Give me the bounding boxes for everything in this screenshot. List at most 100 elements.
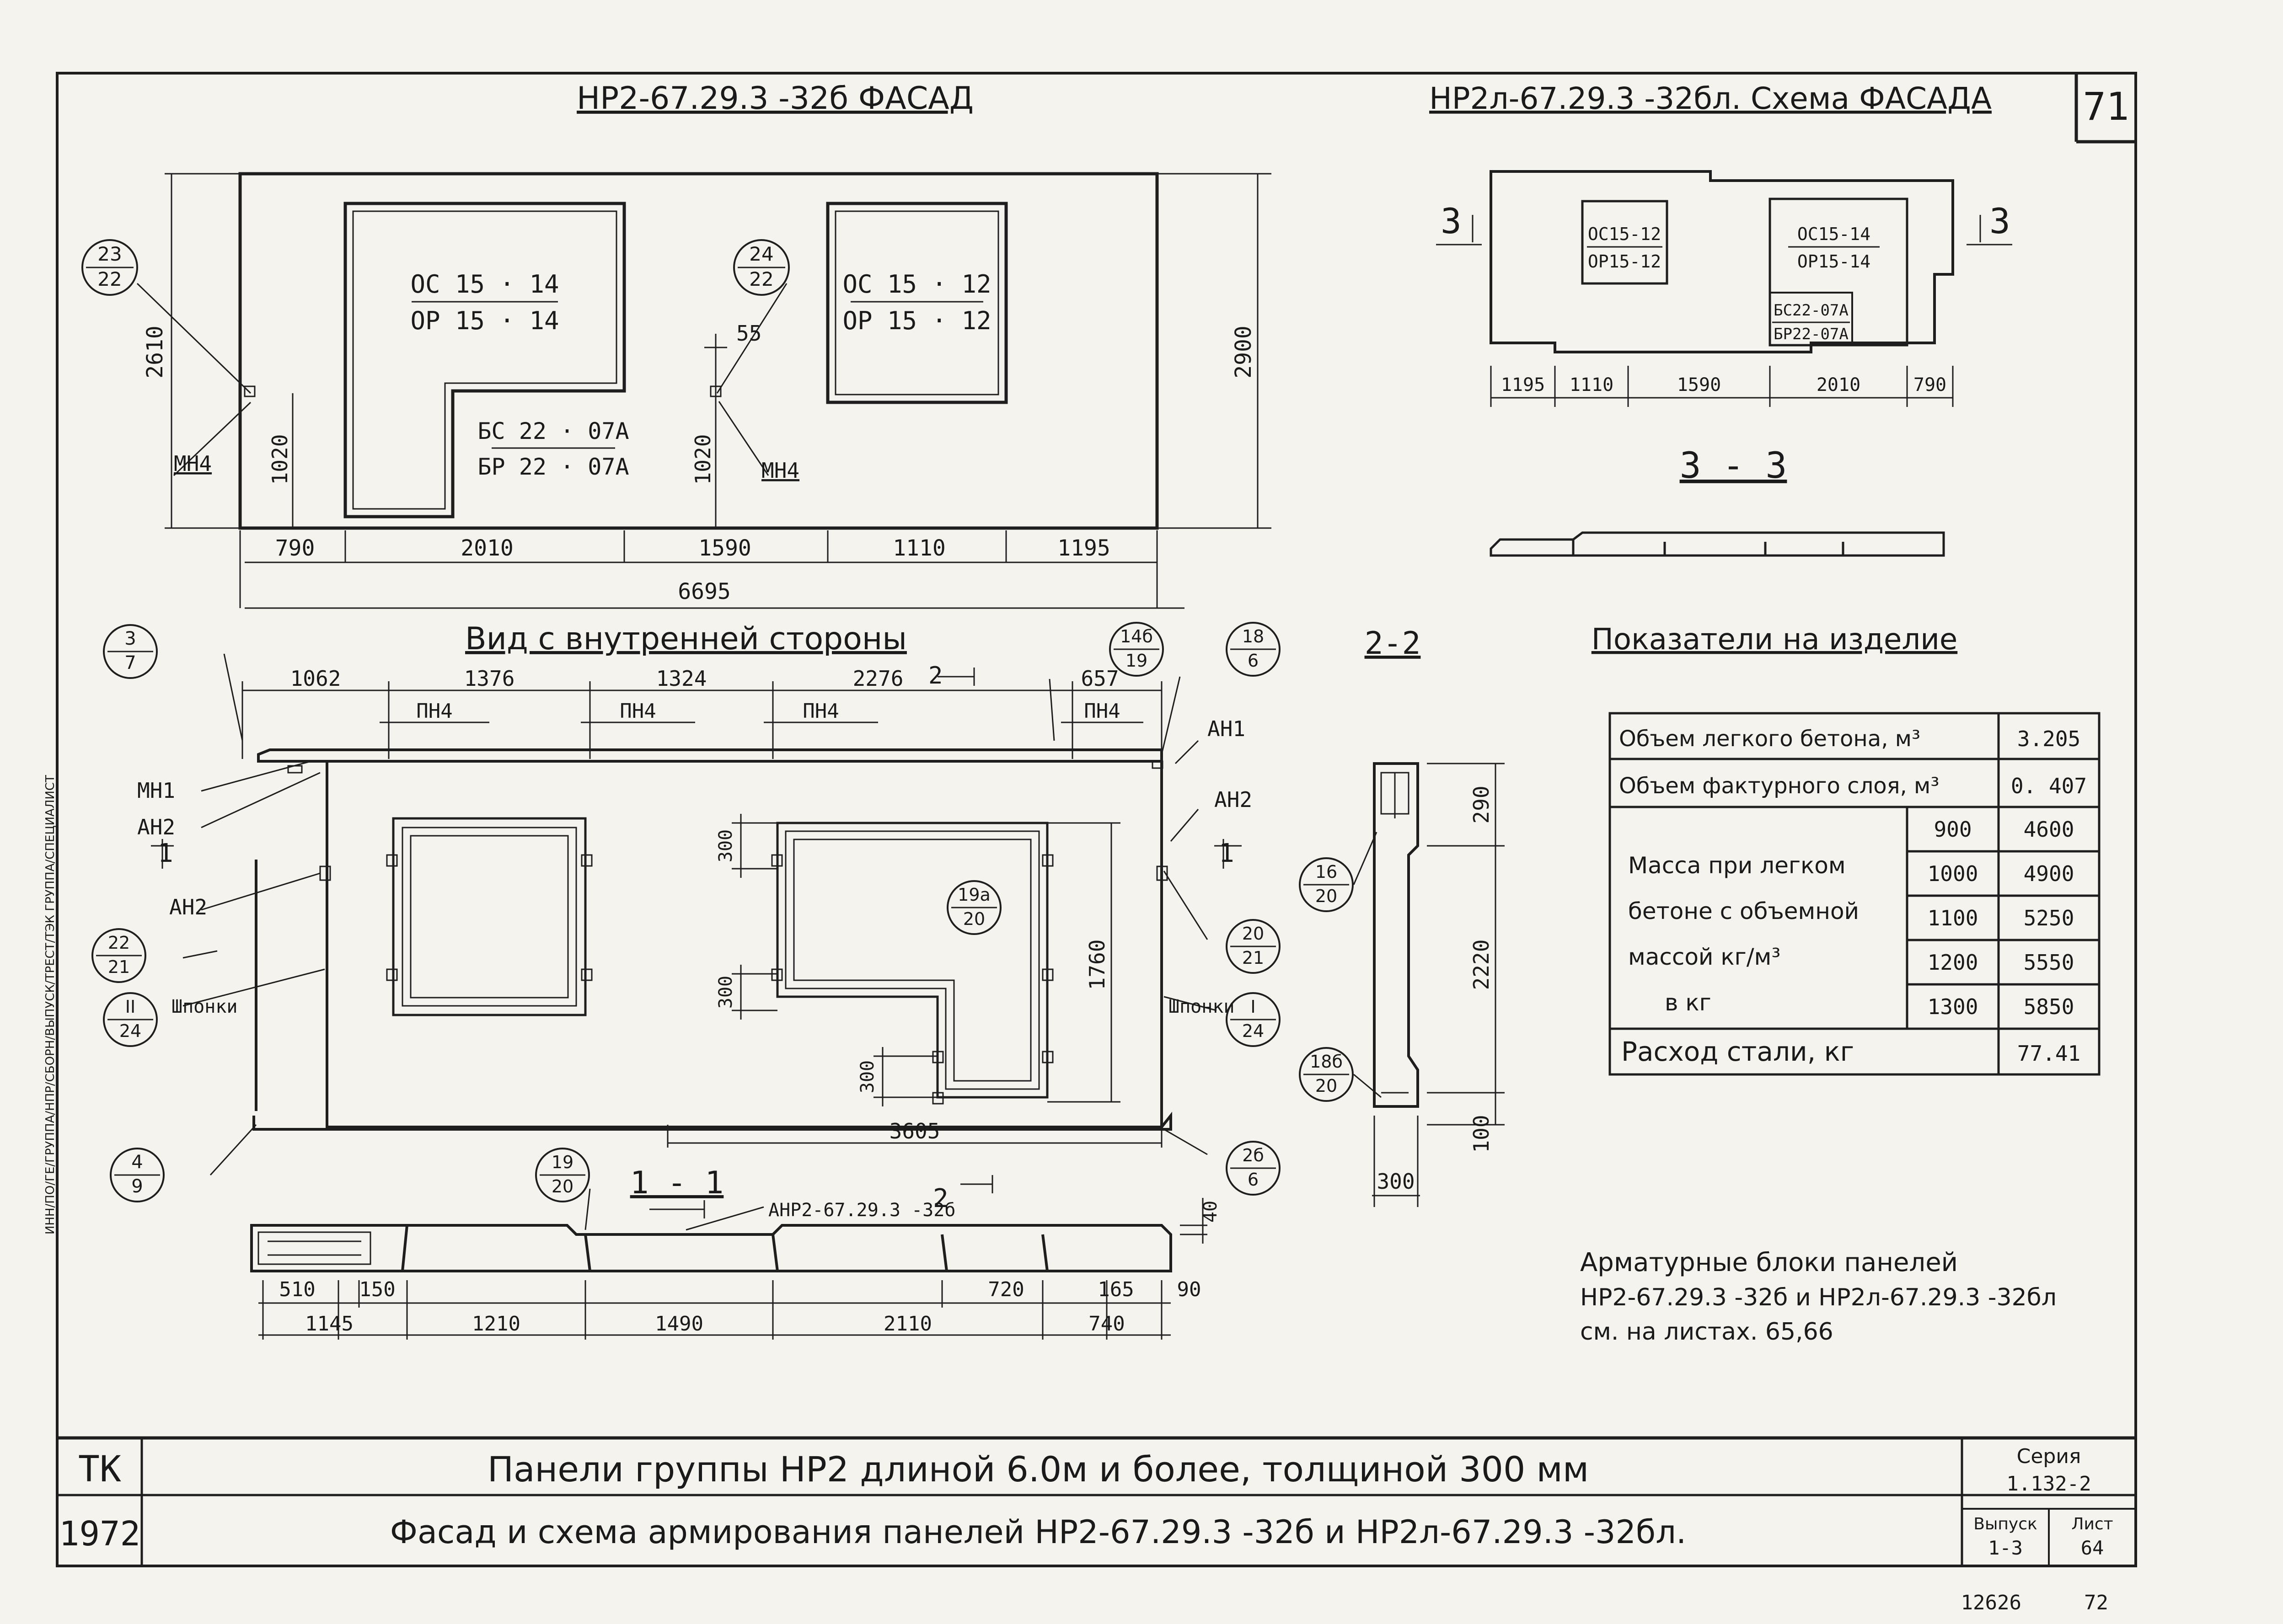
shponki-right: Шпонки xyxy=(1168,996,1235,1017)
s11-dim-40: 40 xyxy=(1200,1201,1221,1223)
win2-type-a: ОС 15 · 12 xyxy=(842,270,991,299)
s22-dim-100: 100 xyxy=(1469,1115,1494,1153)
note-line-2: НР2-67.29.3 -32б и НР2л-67.29.3 -32бл xyxy=(1580,1284,2057,1311)
mass-density-1300: 1300 xyxy=(1928,994,1978,1019)
title-line-2: Фасад и схема армирования панелей НР2-67… xyxy=(390,1513,1686,1551)
facade-view: НР2-67.29.3 -32б ФАСАД xyxy=(81,80,1271,609)
mn4-label-a: МН4 xyxy=(174,451,212,476)
mass-value-1100: 5250 xyxy=(2024,906,2074,930)
callout-18b-20-bottom: 20 xyxy=(1315,1076,1337,1096)
win1-type-a: ОС 15 · 14 xyxy=(410,270,559,299)
mass-label-3: массой кг/м³ xyxy=(1628,944,1780,970)
mass-density-1100: 1100 xyxy=(1928,906,1978,930)
callout-23-22-top: 23 xyxy=(97,243,122,265)
dim-height-left: 2610 xyxy=(142,326,168,379)
an1-label: АН1 xyxy=(1207,716,1245,741)
indicators-table: Показатели на изделие Объем легкого бето… xyxy=(1592,623,2101,1076)
callout-II-24: II 24 xyxy=(103,992,158,1047)
s11-dim-1210: 1210 xyxy=(472,1312,520,1336)
s22-dim-290: 290 xyxy=(1469,785,1494,823)
dim-300-b: 300 xyxy=(715,976,736,1009)
an2-label-r: АН2 xyxy=(1214,787,1252,812)
section-3-left: 3 xyxy=(1441,201,1462,241)
scheme-win2-a: ОС15-14 xyxy=(1797,224,1870,244)
indicators-title: Показатели на изделие xyxy=(1592,623,1957,657)
callout-16-20-top: 16 xyxy=(1315,862,1337,882)
callout-14b-19-bottom: 19 xyxy=(1125,651,1147,671)
callout-II-24-bottom: 24 xyxy=(119,1021,141,1041)
mass-value-1200: 5550 xyxy=(2024,950,2074,975)
shponki-left: Шпонки xyxy=(171,996,238,1017)
sheet-number: 71 xyxy=(2083,84,2129,129)
callout-I-24-top: I xyxy=(1250,997,1255,1017)
callout-22-21-top: 22 xyxy=(108,933,130,953)
callout-3-7-bottom: 7 xyxy=(124,652,136,673)
steel-label: Расход стали, кг xyxy=(1621,1036,1854,1067)
mass-value-900: 4600 xyxy=(2024,817,2074,842)
callout-I-24-bottom: 24 xyxy=(1242,1021,1264,1041)
section-1-right: 1 xyxy=(1219,839,1234,868)
s11-dim-165: 165 xyxy=(1098,1278,1134,1301)
pn4-label-1: ПН4 xyxy=(416,700,452,723)
top-dim-657: 657 xyxy=(1081,666,1119,691)
dim-300-a: 300 xyxy=(715,829,736,862)
inner-title: Вид с внутренней стороны xyxy=(465,621,907,657)
callout-II-24-top: II xyxy=(125,997,135,1017)
mn1-label: МН1 xyxy=(137,778,175,803)
margin-stamp: ИНН/ПО/ГЕ/ГРУППА/НПР/СБОРН/ВЫПУСК/ТРЕСТ/… xyxy=(43,775,57,1234)
callout-18b-20-top: 18б xyxy=(1310,1052,1343,1072)
mass-density-1200: 1200 xyxy=(1928,950,1978,975)
s22-dim-2220: 2220 xyxy=(1469,940,1494,990)
mass-label-1: Масса при легком xyxy=(1628,852,1846,879)
door-type-a: БС 22 · 07А xyxy=(477,418,629,444)
section-3-right: 3 xyxy=(1989,201,2010,241)
callout-23-22-bottom: 22 xyxy=(97,268,122,290)
top-dim-1324: 1324 xyxy=(656,666,707,691)
dim-300-c: 300 xyxy=(857,1060,878,1093)
scheme-win2-b: ОР15-14 xyxy=(1797,251,1870,272)
title-block: ТК 1972 Панели группы НР2 длиной 6.0м и … xyxy=(59,1445,2113,1559)
pn4-label-4: ПН4 xyxy=(1084,700,1120,723)
dim-1590: 1590 xyxy=(698,535,751,561)
callout-24-22-top: 24 xyxy=(749,243,773,265)
mn4-label-b: МН4 xyxy=(761,458,799,483)
section-3-3-title: 3 - 3 xyxy=(1680,445,1787,486)
ind-row2-value: 0. 407 xyxy=(2011,774,2087,798)
callout-4-9-bottom: 9 xyxy=(131,1176,143,1197)
dim-total: 6695 xyxy=(678,579,731,604)
section-2-2-title: 2-2 xyxy=(1365,625,1421,662)
mass-label-2: бетоне с объемной xyxy=(1628,898,1859,924)
door-type-b: БР 22 · 07А xyxy=(477,454,629,480)
series-value: 1.132-2 xyxy=(2006,1472,2091,1496)
callout-2b-6-bottom: 6 xyxy=(1248,1170,1259,1190)
dim-1020-b: 1020 xyxy=(691,434,715,485)
tk-label: ТК xyxy=(78,1449,121,1490)
vypusk-label: Выпуск xyxy=(1973,1515,2037,1533)
callout-14b-19-top: 14б xyxy=(1120,626,1153,646)
callout-19-20-bottom: 20 xyxy=(552,1176,573,1197)
list-value: 64 xyxy=(2081,1537,2104,1559)
callout-18-6-bottom: 6 xyxy=(1248,651,1259,671)
mass-density-1000: 1000 xyxy=(1928,861,1978,886)
callout-22-21-bottom: 21 xyxy=(108,957,130,977)
s11-sec2: 2 xyxy=(933,1184,949,1213)
title-line-1: Панели группы НР2 длиной 6.0м и более, т… xyxy=(488,1449,1589,1490)
facade-title: НР2-67.29.3 -32б ФАСАД xyxy=(577,80,974,117)
ind-row1-value: 3.205 xyxy=(2017,727,2080,751)
mass-value-1300: 5850 xyxy=(2024,994,2074,1019)
dim-55: 55 xyxy=(736,321,761,346)
callout-24-22-bottom: 22 xyxy=(749,268,773,290)
ind-row2-label: Объем фактурного слоя, м³ xyxy=(1619,773,1939,799)
archive-number: 12626 xyxy=(1961,1591,2021,1614)
scheme-win1-a: ОС15-12 xyxy=(1588,224,1661,244)
scheme-dim-1110: 1110 xyxy=(1570,374,1613,395)
top-dim-2276: 2276 xyxy=(853,666,904,691)
scheme-dim-1195: 1195 xyxy=(1501,374,1545,395)
win2-type-b: ОР 15 · 12 xyxy=(842,306,991,335)
dim-3605: 3605 xyxy=(890,1119,940,1143)
